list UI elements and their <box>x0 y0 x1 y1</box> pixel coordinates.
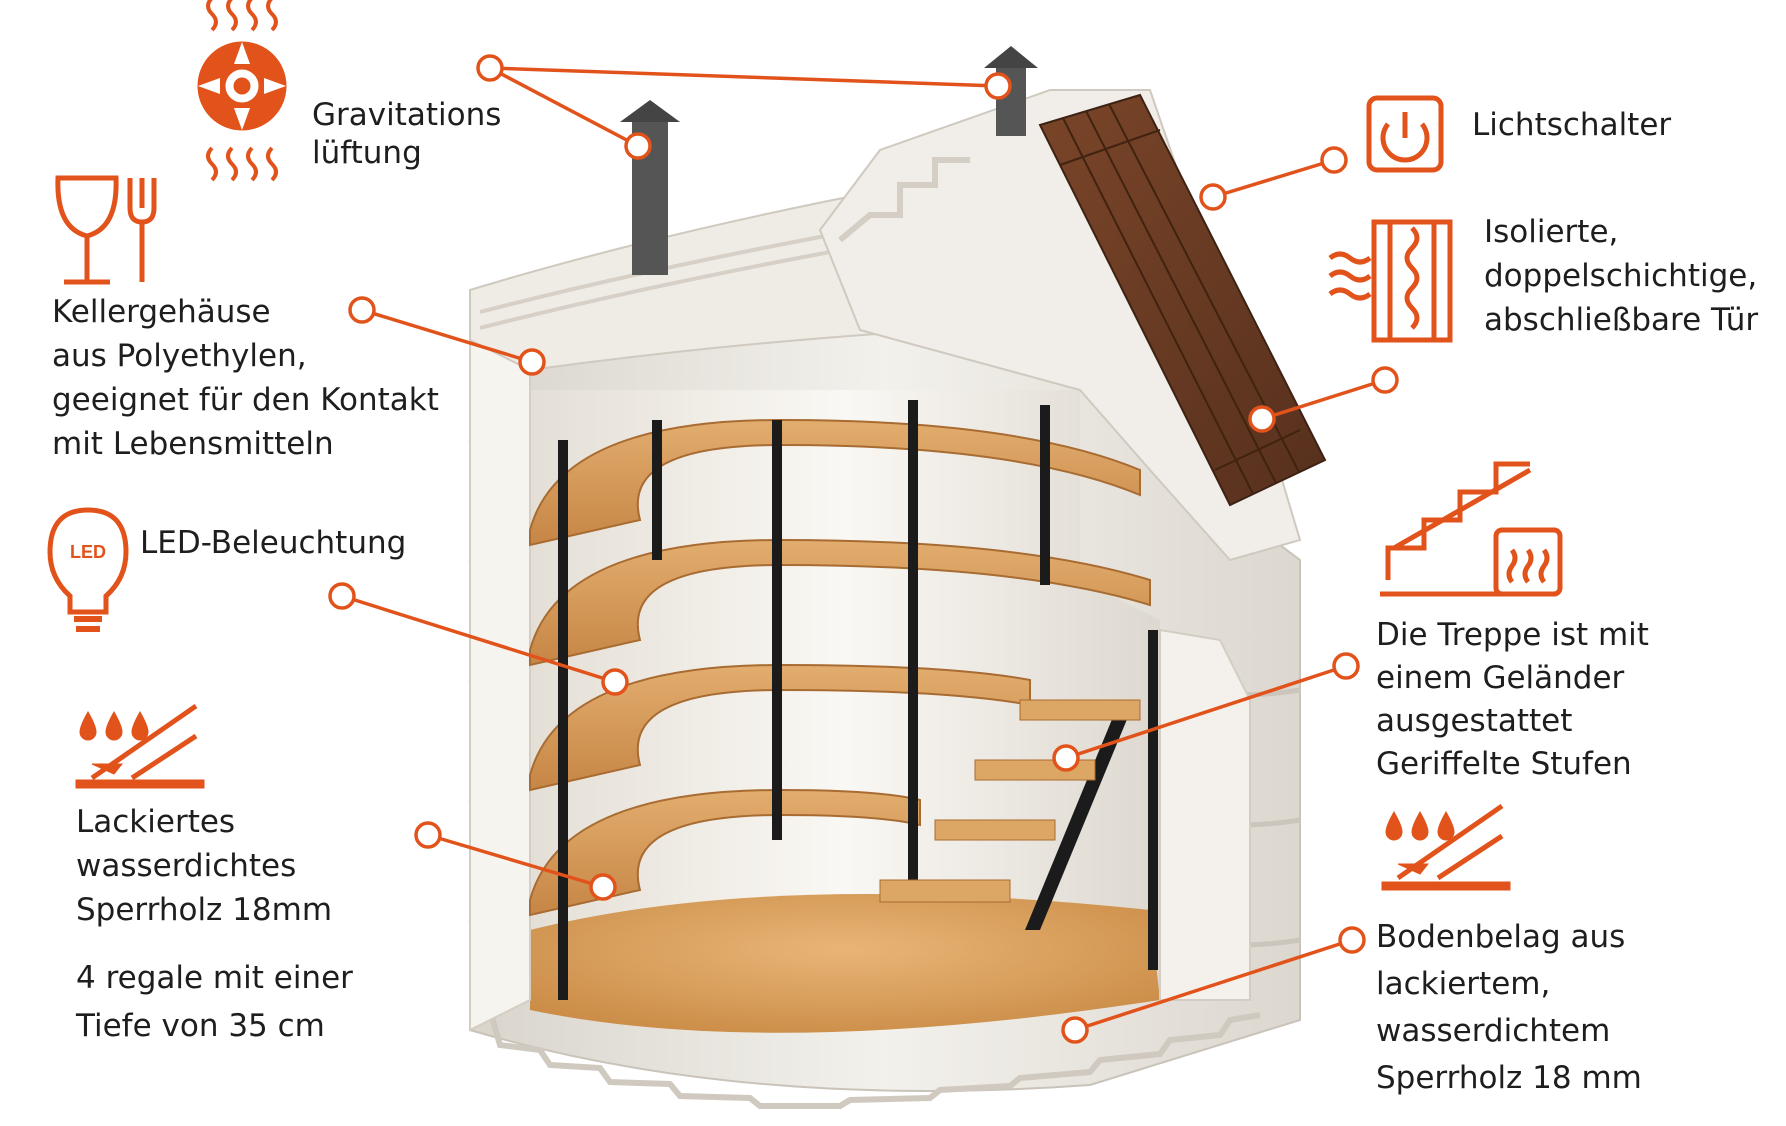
callout-dot <box>1332 652 1360 680</box>
stairs-label-line: ausgestattet <box>1376 703 1573 739</box>
housing-label-line: geeignet für den Kontakt <box>52 382 439 418</box>
floor-label: Bodenbelag aus lackiertem, wasserdichtem… <box>1376 914 1642 1102</box>
plywood-label-line: wasserdichtes <box>76 848 297 884</box>
callout-dot <box>414 821 442 849</box>
shelves-label-line: 4 regale mit einer <box>76 960 353 996</box>
cellar-body <box>468 299 1301 1109</box>
shelves-label-line: Tiefe von 35 cm <box>76 1008 325 1044</box>
shelves <box>529 418 1151 917</box>
callout-dot <box>1061 1016 1089 1044</box>
light-switch-label-line: Lichtschalter <box>1472 107 1672 143</box>
insulated-wall-icon <box>1328 219 1453 343</box>
callout-dot <box>348 296 376 324</box>
fan-heat-waves-icon <box>197 0 287 182</box>
callout-dot <box>1248 405 1276 433</box>
vent-cap-left <box>620 100 680 122</box>
shelf-posts <box>558 400 1158 1000</box>
plywood-label: Lackiertes wasserdichtes Sperrholz 18mm <box>76 800 332 932</box>
shelf-4 <box>529 788 921 917</box>
stairs-label-line: einem Geländer <box>1376 660 1625 696</box>
stair-stringer <box>1025 700 1135 930</box>
insulated-door-label-line: abschließbare Tür <box>1484 302 1759 338</box>
vent-cap-right <box>984 46 1038 68</box>
callout-dot <box>518 348 546 376</box>
callout-dot <box>328 582 356 610</box>
shelf-3 <box>529 663 1031 792</box>
stairs-label-line: Die Treppe ist mit <box>1376 617 1649 653</box>
callout-dot <box>476 54 504 82</box>
ventilation-label-line: Gravitations <box>312 97 502 133</box>
shelves-label: 4 regale mit einer Tiefe von 35 cm <box>76 954 353 1050</box>
callout-dot <box>1371 366 1399 394</box>
housing-label: Kellergehäuse aus Polyethylen, geeignet … <box>52 290 439 466</box>
entry-steps <box>838 157 970 243</box>
led-label-line: LED-Beleuchtung <box>140 525 407 561</box>
tank-base-ribs <box>487 1009 1261 1109</box>
led-label: LED-Beleuchtung <box>140 524 406 562</box>
shelf-1 <box>529 418 1141 547</box>
plywood-label-line: Sperrholz 18mm <box>76 892 333 928</box>
ventilation-label: Gravitations lüftung <box>312 96 501 172</box>
callout-dot <box>624 132 652 160</box>
water-drops-surface-icon <box>1381 803 1511 891</box>
callout-dot <box>984 72 1012 100</box>
power-button-icon <box>1366 95 1444 173</box>
stair-step <box>934 819 1056 841</box>
callout-dot <box>1199 183 1227 211</box>
housing-label-line: aus Polyethylen, <box>52 338 307 374</box>
light-switch-label: Lichtschalter <box>1472 106 1671 144</box>
floor-label-line: lackiertem, <box>1376 966 1551 1002</box>
insulated-door-label-line: doppelschichtige, <box>1484 258 1758 294</box>
floor-label-line: wasserdichtem <box>1376 1013 1611 1049</box>
insulated-door-label: Isolierte, doppelschichtige, abschließba… <box>1484 210 1758 342</box>
floor-label-line: Bodenbelag aus <box>1376 919 1626 955</box>
led-bulb-icon: LED <box>47 507 129 632</box>
cut-edge-left <box>469 328 531 1032</box>
housing-label-line: mit Lebensmitteln <box>52 426 334 462</box>
insulated-door-label-line: Isolierte, <box>1484 214 1619 250</box>
callout-dot <box>1338 926 1366 954</box>
water-drops-surface-icon <box>75 703 205 789</box>
stairs-heating-icon <box>1380 461 1563 597</box>
led-icon-text: LED <box>70 542 106 562</box>
stair-step <box>879 879 1011 903</box>
glass-fork-icon <box>55 175 157 285</box>
stairs-label-line: Geriffelte Stufen <box>1376 746 1632 782</box>
shelf-2 <box>529 538 1151 667</box>
ventilation-label-line: lüftung <box>312 135 422 171</box>
floor-label-line: Sperrholz 18 mm <box>1376 1060 1642 1096</box>
stair-step <box>1019 699 1141 721</box>
plywood-label-line: Lackiertes <box>76 804 236 840</box>
callout-dot <box>601 668 629 696</box>
cut-edge-right <box>1159 628 1251 1001</box>
cellar-floor <box>530 894 1160 1033</box>
callout-dot <box>589 873 617 901</box>
stairs-label: Die Treppe ist mit einem Geländer ausges… <box>1376 614 1649 786</box>
housing-label-line: Kellergehäuse <box>52 294 271 330</box>
callout-dot <box>1320 146 1348 174</box>
callout-lines <box>328 54 1399 1044</box>
callout-dot <box>1052 744 1080 772</box>
